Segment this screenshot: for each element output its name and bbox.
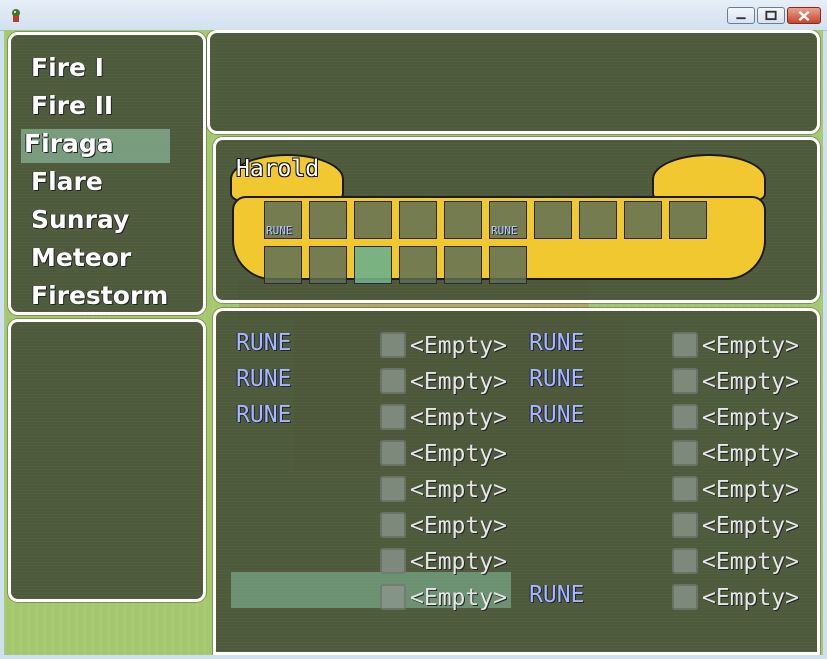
checkbox[interactable] (672, 368, 698, 394)
spell-item-sunray[interactable]: Sunray (31, 205, 130, 234)
spell-item-fire-i[interactable]: Fire I (31, 53, 104, 82)
empty-slot-label: <Empty> (410, 477, 507, 503)
empty-slot-label: <Empty> (702, 405, 799, 431)
game-screen: Fire I Fire II Firaga Flare Sunray Meteo… (4, 30, 823, 655)
checkbox[interactable] (672, 332, 698, 358)
empty-slot-label: <Empty> (702, 513, 799, 539)
rune-socket[interactable]: <Empty> (672, 509, 808, 543)
rune-socket[interactable]: <Empty> (380, 473, 516, 507)
empty-slot-label: <Empty> (410, 441, 507, 467)
checkbox[interactable] (380, 476, 406, 502)
checkbox[interactable] (380, 368, 406, 394)
checkbox[interactable] (672, 440, 698, 466)
rune-slot[interactable] (669, 201, 707, 239)
checkbox[interactable] (672, 512, 698, 538)
empty-slot-label: <Empty> (410, 369, 507, 395)
empty-slot-label: <Empty> (410, 405, 507, 431)
rune-name[interactable]: RUNE (236, 330, 292, 356)
help-panel (207, 30, 820, 134)
close-icon (798, 10, 810, 22)
checkbox[interactable] (380, 548, 406, 574)
checkbox[interactable] (672, 584, 698, 610)
rune-slot[interactable] (399, 246, 437, 284)
empty-slot-label: <Empty> (702, 333, 799, 359)
rune-slot[interactable]: RUNE (264, 201, 302, 239)
rune-name[interactable]: RUNE (236, 366, 292, 392)
checkbox[interactable] (672, 548, 698, 574)
rune-slot[interactable] (489, 246, 527, 284)
rune-socket[interactable]: <Empty> (380, 437, 516, 471)
rune-socket[interactable]: <Empty> (380, 545, 516, 579)
checkbox[interactable] (672, 476, 698, 502)
empty-slot-label: <Empty> (702, 477, 799, 503)
maximize-button[interactable] (757, 7, 785, 24)
checkbox[interactable] (380, 332, 406, 358)
empty-slot-label: <Empty> (702, 369, 799, 395)
rune-socket[interactable]: <Empty> (672, 365, 808, 399)
rune-socket[interactable]: <Empty> (380, 329, 516, 363)
empty-slot-label: <Empty> (410, 333, 507, 359)
spell-item-firestorm[interactable]: Firestorm (31, 281, 169, 310)
close-button[interactable] (787, 7, 821, 24)
rune-socket[interactable]: <Empty> (672, 545, 808, 579)
rune-cursor (231, 572, 511, 608)
slot-rune-label: RUNE (491, 224, 518, 237)
rune-inventory-panel: RUNE <Empty> RUNE <Empty> RUNE <Empty> <Empty>… (213, 308, 820, 655)
scroll-left-roll (230, 154, 344, 204)
rune-slot[interactable] (534, 201, 572, 239)
empty-slot-label: <Empty> (702, 585, 799, 611)
slot-rune-label: RUNE (266, 224, 293, 237)
rune-socket[interactable]: <Empty> (672, 473, 808, 507)
rune-slot[interactable] (309, 201, 347, 239)
rune-name[interactable]: RUNE (236, 402, 292, 428)
maximize-icon (765, 10, 777, 21)
rune-name[interactable]: RUNE (529, 330, 585, 356)
minimize-button[interactable] (727, 7, 755, 24)
empty-slot-label: <Empty> (410, 513, 507, 539)
checkbox[interactable] (380, 512, 406, 538)
checkbox[interactable] (380, 440, 406, 466)
spell-list-panel: Fire I Fire II Firaga Flare Sunray Meteo… (8, 32, 206, 315)
minimize-icon (736, 17, 746, 20)
empty-slot-label: <Empty> (410, 549, 507, 575)
checkbox[interactable] (672, 404, 698, 430)
rune-slot[interactable] (309, 246, 347, 284)
rune-socket[interactable]: <Empty> (380, 365, 516, 399)
rune-socket[interactable]: <Empty> (672, 401, 808, 435)
spell-selection-highlight (21, 129, 170, 163)
empty-slot-label: <Empty> (702, 549, 799, 575)
rune-slot[interactable] (624, 201, 662, 239)
rune-slot[interactable] (579, 201, 617, 239)
empty-slot-label: <Empty> (410, 585, 507, 611)
rune-slot[interactable] (354, 201, 392, 239)
rune-slot-panel: Harold RUNE RUNE (213, 137, 820, 303)
rune-socket[interactable]: <Empty> (672, 329, 808, 363)
rune-socket[interactable]: <Empty> (380, 581, 516, 615)
rune-socket[interactable]: <Empty> (380, 401, 516, 435)
rune-socket[interactable]: <Empty> (380, 509, 516, 543)
rune-name[interactable]: RUNE (529, 402, 585, 428)
rune-slot[interactable] (399, 201, 437, 239)
rune-name[interactable]: RUNE (529, 582, 585, 608)
spell-info-panel (8, 319, 206, 602)
checkbox[interactable] (380, 584, 406, 610)
rune-slot[interactable] (354, 246, 392, 284)
rune-socket[interactable]: <Empty> (672, 581, 808, 615)
spell-item-firaga[interactable]: Firaga (24, 129, 114, 158)
app-icon (12, 9, 20, 22)
checkbox[interactable] (380, 404, 406, 430)
rune-socket[interactable]: <Empty> (672, 437, 808, 471)
window-titlebar (0, 0, 827, 31)
rune-slot[interactable] (444, 201, 482, 239)
spell-item-fire-ii[interactable]: Fire II (31, 91, 114, 120)
rune-name[interactable]: RUNE (529, 366, 585, 392)
rune-slot[interactable] (264, 246, 302, 284)
spell-item-flare[interactable]: Flare (31, 167, 103, 196)
rune-slot[interactable]: RUNE (489, 201, 527, 239)
empty-slot-label: <Empty> (702, 441, 799, 467)
character-name: Harold (236, 156, 320, 182)
spell-item-meteor[interactable]: Meteor (31, 243, 132, 272)
rune-slot[interactable] (444, 246, 482, 284)
